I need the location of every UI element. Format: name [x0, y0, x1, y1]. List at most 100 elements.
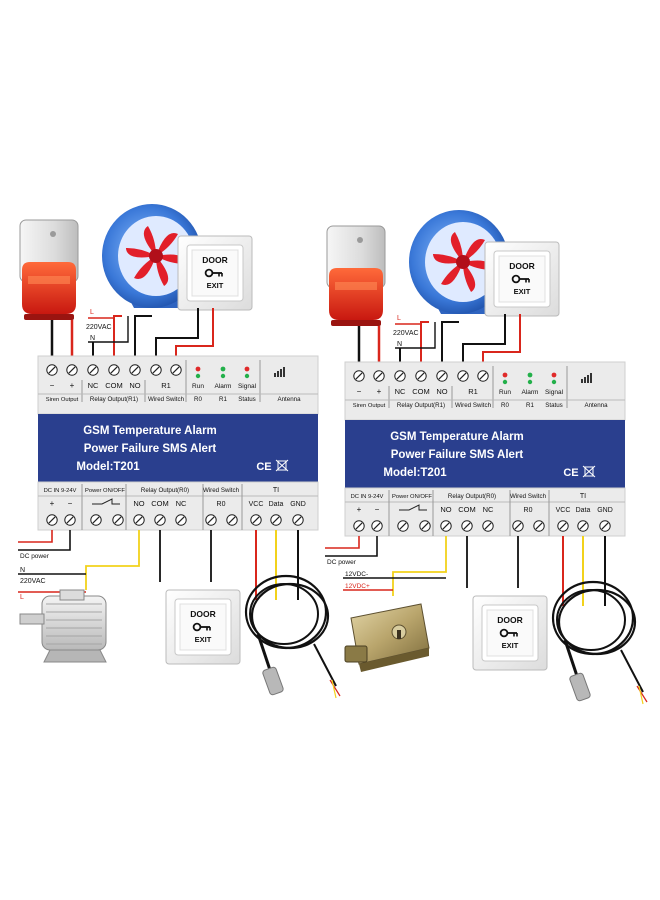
- label-text: −: [375, 505, 380, 514]
- label-text: Data: [576, 507, 591, 514]
- door-label: DOOR: [497, 615, 523, 625]
- terminal-screw-icon: [394, 370, 406, 382]
- siren-icon: [19, 219, 79, 321]
- fan-blade: [125, 247, 156, 258]
- terminal-screw-icon: [371, 520, 383, 532]
- temperature-probe-icon: [551, 580, 649, 706]
- door-label: DOOR: [509, 261, 535, 271]
- label-text: COM: [151, 499, 169, 508]
- door-exit-plate: [165, 589, 241, 665]
- label-text: Signal: [238, 383, 257, 390]
- terminal-screw-icon: [440, 520, 452, 532]
- terminal-screw-icon: [66, 364, 78, 376]
- label-text: NC: [176, 499, 187, 508]
- fan-blade: [143, 225, 157, 256]
- label-text: TI: [580, 493, 586, 500]
- terminal-screw-icon: [112, 514, 124, 526]
- label-text: Power ON/OFF: [392, 494, 432, 500]
- label-text: Wired Switch: [203, 487, 240, 494]
- terminal-screw-icon: [415, 370, 427, 382]
- lock-bolt: [344, 645, 368, 663]
- label-text: +: [70, 381, 75, 390]
- label-text: +: [50, 499, 55, 508]
- led-alarm-icon: [220, 373, 226, 379]
- v12-plus-label: 12VDC+: [345, 583, 370, 590]
- signal-bars-icon: [280, 369, 282, 377]
- label-text: Power ON/OFF: [85, 488, 125, 494]
- label-text: Wired Switch: [148, 396, 185, 403]
- terminal-screw-icon: [250, 514, 262, 526]
- door-exit-button-bottom: DOOR EXIT: [472, 595, 548, 671]
- switch-wire-1: [155, 308, 199, 356]
- terminal-screw-icon: [419, 520, 431, 532]
- label-text: NO: [129, 381, 140, 390]
- label-text: −: [68, 499, 73, 508]
- fan-blade: [155, 256, 169, 287]
- ce-mark: CE: [563, 467, 578, 479]
- door-label: DOOR: [190, 609, 216, 619]
- led-alarm-icon: [527, 379, 533, 385]
- led-signal-icon: [551, 372, 557, 378]
- switch-symbol-icon: [92, 498, 120, 505]
- label-text: NC: [483, 505, 494, 514]
- dc-power-wire-black: [18, 530, 71, 551]
- signal-bars-icon: [590, 373, 592, 383]
- fan-blade: [463, 238, 485, 262]
- terminal-screw-icon: [577, 520, 589, 532]
- door-exit-plate: [472, 595, 548, 671]
- label-text: Siren Output: [46, 397, 79, 403]
- motor-foot: [43, 649, 107, 663]
- dc-power-wire-red: [18, 530, 53, 543]
- exit-label: EXIT: [502, 641, 519, 650]
- model-label: Model:T201: [76, 461, 140, 473]
- label-text: Data: [269, 501, 284, 508]
- signal-bars-icon: [277, 371, 279, 377]
- relay-wire-com: [113, 315, 122, 356]
- n-bottom-label: N: [20, 567, 25, 574]
- signal-bars-icon: [581, 379, 583, 383]
- relay-wire-no: [134, 315, 152, 356]
- terminal-screw-icon: [353, 370, 365, 382]
- terminal-screw-icon: [397, 520, 409, 532]
- door-exit-plate: [177, 235, 253, 311]
- led-run-icon: [195, 373, 201, 379]
- label-text: Signal: [545, 389, 564, 396]
- terminal-screw-icon: [226, 514, 238, 526]
- terminal-screw-icon: [477, 370, 489, 382]
- terminal-screw-icon: [108, 364, 120, 376]
- terminal-screw-icon: [557, 520, 569, 532]
- lock-side: [359, 648, 429, 672]
- title-line-1: GSM Temperature Alarm: [83, 425, 217, 437]
- dc-power-label: DC power: [20, 553, 50, 560]
- label-text: NO: [436, 387, 447, 396]
- signal-bars-icon: [587, 375, 589, 383]
- fan-blade: [450, 231, 464, 262]
- led-signal-icon: [551, 379, 557, 385]
- weee-bin-icon: [582, 465, 596, 478]
- label-text: Alarm: [215, 383, 232, 390]
- n-line: [395, 322, 436, 349]
- label-text: −: [50, 381, 55, 390]
- label-text: +: [357, 505, 362, 514]
- label-text: COM: [105, 381, 123, 390]
- label-text: Antenna: [277, 396, 301, 403]
- lock-keyhole-slot: [397, 630, 401, 639]
- l-top-label: L: [90, 309, 94, 316]
- terminal-screw-icon: [461, 520, 473, 532]
- terminal-screw-icon: [533, 520, 545, 532]
- led-run-icon: [502, 379, 508, 385]
- label-text: NC: [88, 381, 99, 390]
- label-text: R0: [501, 402, 509, 409]
- n-top-label: N: [90, 335, 95, 342]
- terminal-screw-icon: [90, 514, 102, 526]
- terminal-screw-icon: [205, 514, 217, 526]
- switch-wire-2: [175, 308, 214, 356]
- temperature-probe-icon: [244, 574, 342, 700]
- n-line: [88, 316, 129, 343]
- dc-power-label: DC power: [327, 559, 357, 566]
